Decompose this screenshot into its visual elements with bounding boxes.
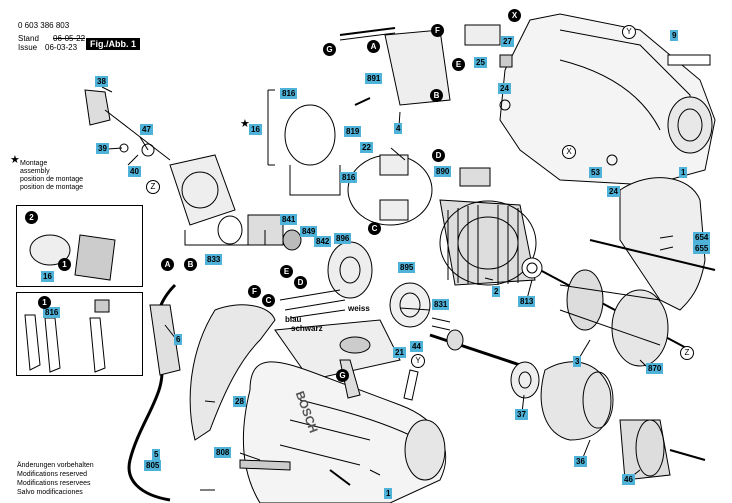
legend-line: Montage [20,160,48,167]
part-tag[interactable]: 46 [622,474,635,485]
callout-marker[interactable]: X [508,9,521,22]
part-tag[interactable]: 47 [140,124,153,135]
part-tag[interactable]: 27 [501,36,514,47]
footer-line: Salvo modificaciones [17,489,83,496]
part-tag[interactable]: 21 [393,347,406,358]
part-tag[interactable]: 37 [515,409,528,420]
footer-line: Modifications reserved [17,471,88,478]
part-tag[interactable]: 16 [249,124,262,135]
part-tag[interactable]: 44 [410,341,423,352]
callout-marker[interactable]: G [323,43,336,56]
callout-marker[interactable]: B [184,258,197,271]
wire-label-black: schwarz [291,324,323,333]
part-tag[interactable]: 805 [144,460,162,471]
callout-marker[interactable]: D [294,276,307,289]
part-tag[interactable]: 6 [174,334,183,345]
issue-date: 06-03-23 [45,43,78,52]
callout-marker[interactable]: F [431,24,444,37]
part-tag[interactable]: 40 [128,166,141,177]
part-tag[interactable]: 24 [498,83,511,94]
part-tag[interactable]: 842 [314,236,332,247]
callout-marker[interactable]: C [262,294,275,307]
part-tag[interactable]: 896 [334,233,352,244]
part-tag[interactable]: 841 [280,214,298,225]
circled-marker[interactable]: Z [146,180,160,194]
part-tag[interactable]: 4 [394,123,403,134]
part-tag[interactable]: 808 [214,447,232,458]
part-tag[interactable]: 2 [492,286,501,297]
assembly-star-icon: ★ [240,118,250,130]
part-tag[interactable]: 28 [233,396,246,407]
callout-marker[interactable]: A [161,258,174,271]
callout-marker[interactable]: G [336,369,349,382]
circled-marker[interactable]: Y [411,354,425,368]
figure-label: Fig./Abb. 1 [86,38,140,50]
circled-marker[interactable]: X [562,145,576,159]
part-tag[interactable]: 816 [340,172,358,183]
part-tag[interactable]: 655 [693,243,711,254]
legend-line: position de montage [20,184,84,191]
part-tag[interactable]: 849 [300,226,318,237]
part-tag[interactable]: 36 [574,456,587,467]
footer-line: Modifications reservees [17,480,91,487]
part-tag[interactable]: 891 [365,73,383,84]
callout-number[interactable]: 1 [58,258,71,271]
part-tag[interactable]: 9 [670,30,679,41]
part-tag[interactable]: 38 [95,76,108,87]
part-tag[interactable]: 819 [344,126,362,137]
part-tag[interactable]: 3 [573,356,582,367]
callout-marker[interactable]: E [452,58,465,71]
stand-date: 06-05-22 [53,34,86,43]
callout-marker[interactable]: F [248,285,261,298]
part-tag[interactable]: 831 [432,299,450,310]
part-tag[interactable]: 816 [280,88,298,99]
wire-label-blue: blau [285,315,302,324]
issue-label: Issue [18,43,38,52]
part-tag[interactable]: 813 [518,296,536,307]
part-tag[interactable]: 1 [679,167,688,178]
part-tag[interactable]: 1 [384,488,393,499]
callout-number[interactable]: 1 [38,296,51,309]
part-tag[interactable]: 816 [43,307,61,318]
part-tag[interactable]: 895 [398,262,416,273]
callout-marker[interactable]: D [432,149,445,162]
callout-marker[interactable]: A [367,40,380,53]
part-tag[interactable]: 39 [96,143,109,154]
callout-marker[interactable]: C [368,222,381,235]
part-tag[interactable]: 22 [360,142,373,153]
circled-marker[interactable]: Y [622,25,636,39]
stand-label: Stand [18,34,39,43]
part-tag[interactable]: 654 [693,232,711,243]
part-tag[interactable]: 53 [589,167,602,178]
doc-number: 0 603 386 803 [18,21,70,30]
part-tag[interactable]: 16 [41,271,54,282]
part-tag[interactable]: 25 [474,57,487,68]
callout-marker[interactable]: B [430,89,443,102]
callout-number[interactable]: 2 [25,211,38,224]
part-tag[interactable]: 5 [152,449,161,460]
inset-box-2 [16,292,143,376]
part-tag[interactable]: 890 [434,166,452,177]
inset-box-1 [16,205,143,287]
circled-marker[interactable]: Z [680,346,694,360]
part-tag[interactable]: 833 [205,254,223,265]
wire-label-white: weiss [348,304,370,313]
legend-line: assembly [20,168,50,175]
legend-star-icon: ★ [10,154,20,166]
legend-line: position de montage [20,176,84,183]
part-tag[interactable]: 870 [646,363,664,374]
footer-line: Änderungen vorbehalten [17,462,94,469]
callout-marker[interactable]: E [280,265,293,278]
part-tag[interactable]: 24 [607,186,620,197]
